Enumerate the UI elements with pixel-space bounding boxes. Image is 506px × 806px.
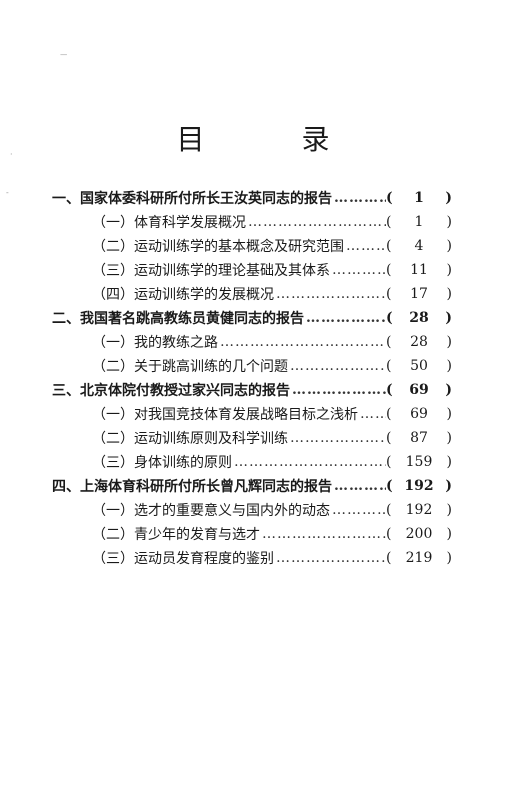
toc-page-number: (50)	[386, 358, 452, 374]
dot-leader: ……………………………………………………	[334, 190, 386, 206]
toc-page-number: (11)	[386, 262, 452, 278]
toc-page-number: (17)	[386, 286, 452, 302]
dot-leader: ……………………………………………………	[234, 454, 386, 470]
toc-entry-section[interactable]: （一）我的教练之路 …………………………………………………… (28)	[92, 330, 452, 354]
dot-leader: ……………………………………………………	[290, 358, 386, 374]
toc-page-number: (69)	[386, 406, 452, 422]
toc-entry-section[interactable]: （三）运动训练学的理论基础及其体系 …………………………………………………… (…	[92, 258, 452, 282]
toc-entry-chapter-2[interactable]: 二、我国著名跳高教练员黄健同志的报告 …………………………………………………… …	[52, 306, 452, 330]
toc-entry-label: 四、上海体育科研所付所长曾凡辉同志的报告	[52, 479, 332, 495]
toc-page-number: (69)	[386, 382, 452, 398]
dot-leader: ……………………………………………………	[290, 430, 386, 446]
toc-entry-label: （一）我的教练之路	[92, 335, 218, 351]
scan-speck: ·	[10, 150, 13, 159]
toc-entry-section[interactable]: （二）关于跳高训练的几个问题 …………………………………………………… (50)	[92, 354, 452, 378]
toc-entry-section[interactable]: （一）选才的重要意义与国内外的动态 …………………………………………………… (…	[92, 498, 452, 522]
toc-entry-label: 二、我国著名跳高教练员黄健同志的报告	[52, 311, 304, 327]
toc-entry-label: （四）运动训练学的发展概况	[92, 287, 274, 303]
toc-entry-chapter-3[interactable]: 三、北京体院付教授过家兴同志的报告 …………………………………………………… (…	[52, 378, 452, 402]
toc-page-number: (192)	[386, 502, 452, 518]
toc-entry-label: （二）青少年的发育与选才	[92, 527, 260, 543]
toc-entry-label: （一）对我国竞技体育发展战略目标之浅析	[92, 407, 358, 423]
dot-leader: ……………………………………………………	[332, 262, 386, 278]
toc-entry-label: （二）运动训练学的基本概念及研究范围	[92, 239, 344, 255]
page-title: 目 录	[176, 123, 374, 156]
scan-speck: -	[6, 188, 9, 197]
toc-page-number: (1)	[386, 214, 452, 230]
toc-entry-label: 三、北京体院付教授过家兴同志的报告	[52, 383, 290, 399]
toc-entry-section[interactable]: （三）运动员发育程度的鉴别 …………………………………………………… (219)	[92, 546, 452, 570]
toc-entry-label: （三）身体训练的原则	[92, 455, 232, 471]
toc-entry-label: （一）体育科学发展概况	[92, 215, 246, 231]
dot-leader: ……………………………………………………	[334, 478, 386, 494]
toc-page-number: (200)	[386, 526, 452, 542]
toc-entry-section[interactable]: （一）对我国竞技体育发展战略目标之浅析 ………………………………………………………	[92, 402, 452, 426]
dot-leader: ……………………………………………………	[306, 310, 386, 326]
dot-leader: ……………………………………………………	[292, 382, 386, 398]
toc-page-number: (1)	[386, 190, 452, 206]
dot-leader: ……………………………………………………	[220, 334, 386, 350]
toc-entry-label: （二）运动训练原则及科学训练	[92, 431, 288, 447]
toc-entry-section[interactable]: （二）运动训练原则及科学训练 …………………………………………………… (87)	[92, 426, 452, 450]
toc-page-number: (159)	[386, 454, 452, 470]
toc-entry-section[interactable]: （四）运动训练学的发展概况 …………………………………………………… (17)	[92, 282, 452, 306]
dot-leader: ……………………………………………………	[276, 286, 386, 302]
toc-page-number: (28)	[386, 334, 452, 350]
toc-entry-chapter-1[interactable]: 一、国家体委科研所付所长王汝英同志的报告 ……………………………………………………	[52, 186, 452, 210]
toc-page-number: (28)	[386, 310, 452, 326]
toc-entry-label: 一、国家体委科研所付所长王汝英同志的报告	[52, 191, 332, 207]
scan-speck: ㅡ	[60, 51, 68, 60]
toc-entry-label: （一）选才的重要意义与国内外的动态	[92, 503, 330, 519]
toc-entry-section[interactable]: （一）体育科学发展概况 …………………………………………………… (1)	[92, 210, 452, 234]
toc-page-number: (219)	[386, 550, 452, 566]
toc-entry-section[interactable]: （二）青少年的发育与选才 …………………………………………………… (200)	[92, 522, 452, 546]
toc-entry-section[interactable]: （三）身体训练的原则 …………………………………………………… (159)	[92, 450, 452, 474]
toc-page-number: (87)	[386, 430, 452, 446]
toc-entry-label: （二）关于跳高训练的几个问题	[92, 359, 288, 375]
dot-leader: ……………………………………………………	[276, 550, 386, 566]
dot-leader: ……………………………………………………	[332, 502, 386, 518]
toc-entry-label: （三）运动员发育程度的鉴别	[92, 551, 274, 567]
toc-entry-label: （三）运动训练学的理论基础及其体系	[92, 263, 330, 279]
toc-page-number: (192)	[386, 478, 452, 494]
toc-entry-chapter-4[interactable]: 四、上海体育科研所付所长曾凡辉同志的报告 ……………………………………………………	[52, 474, 452, 498]
dot-leader: ……………………………………………………	[262, 526, 386, 542]
dot-leader: ……………………………………………………	[346, 238, 386, 254]
dot-leader: ……………………………………………………	[248, 214, 386, 230]
toc-entry-section[interactable]: （二）运动训练学的基本概念及研究范围 …………………………………………………… …	[92, 234, 452, 258]
dot-leader: ……………………………………………………	[360, 406, 386, 422]
toc-page-number: (4)	[386, 238, 452, 254]
